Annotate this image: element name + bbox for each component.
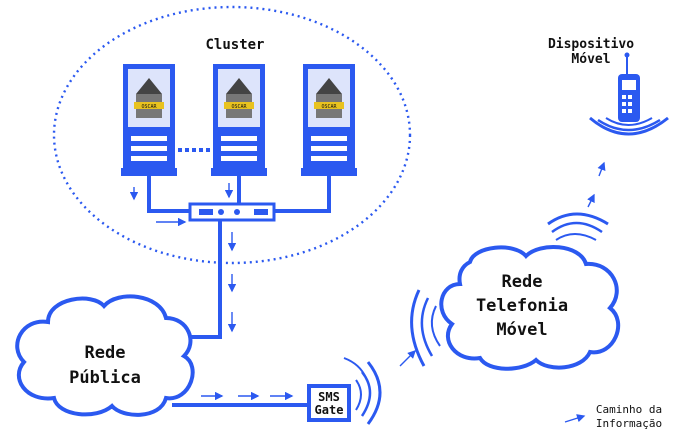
sms-gate-signal-icon <box>343 357 382 425</box>
network-switch <box>188 202 276 222</box>
device-label-line2: Móvel <box>571 52 610 67</box>
public-network-label-line2: Pública <box>69 368 141 388</box>
flow-arrow <box>587 193 595 208</box>
sms-gate-label-line1: SMS <box>318 390 340 404</box>
mobile-network-cloud: Rede Telefonia Móvel <box>439 244 621 371</box>
cluster-title: Cluster <box>205 37 264 53</box>
public-network-cloud: Rede Pública <box>15 294 195 417</box>
mobile-network-label-line3: Móvel <box>496 320 547 340</box>
flow-arrow <box>597 161 606 177</box>
cluster-boundary <box>52 5 412 265</box>
sms-gate: SMS Gate <box>307 384 351 422</box>
flow-arrows <box>129 161 606 401</box>
mobile-network-label-line1: Rede <box>502 272 543 292</box>
legend: Caminho da Informação <box>564 403 662 430</box>
server-3-badge: OSCAR <box>321 104 337 110</box>
legend-label-line1: Caminho da <box>596 403 662 416</box>
legend-arrow-icon <box>564 414 586 423</box>
mobile-network-label-line2: Telefonia <box>476 296 568 316</box>
public-network-label-line1: Rede <box>85 343 126 363</box>
device-label-line1: Dispositivo <box>548 37 634 52</box>
legend-label-line2: Informação <box>596 417 662 430</box>
sms-gate-label-line2: Gate <box>315 403 344 417</box>
mobile-network-signal-icon <box>410 212 609 367</box>
server-1: OSCAR <box>121 64 177 176</box>
server-1-badge: OSCAR <box>141 104 157 110</box>
server-2-badge: OSCAR <box>231 104 247 110</box>
flow-arrow <box>399 350 416 367</box>
server-2: OSCAR <box>211 64 267 176</box>
mobile-phone-signal-icon <box>589 116 669 136</box>
mobile-phone-icon <box>618 52 640 122</box>
server-3: OSCAR <box>301 64 357 176</box>
